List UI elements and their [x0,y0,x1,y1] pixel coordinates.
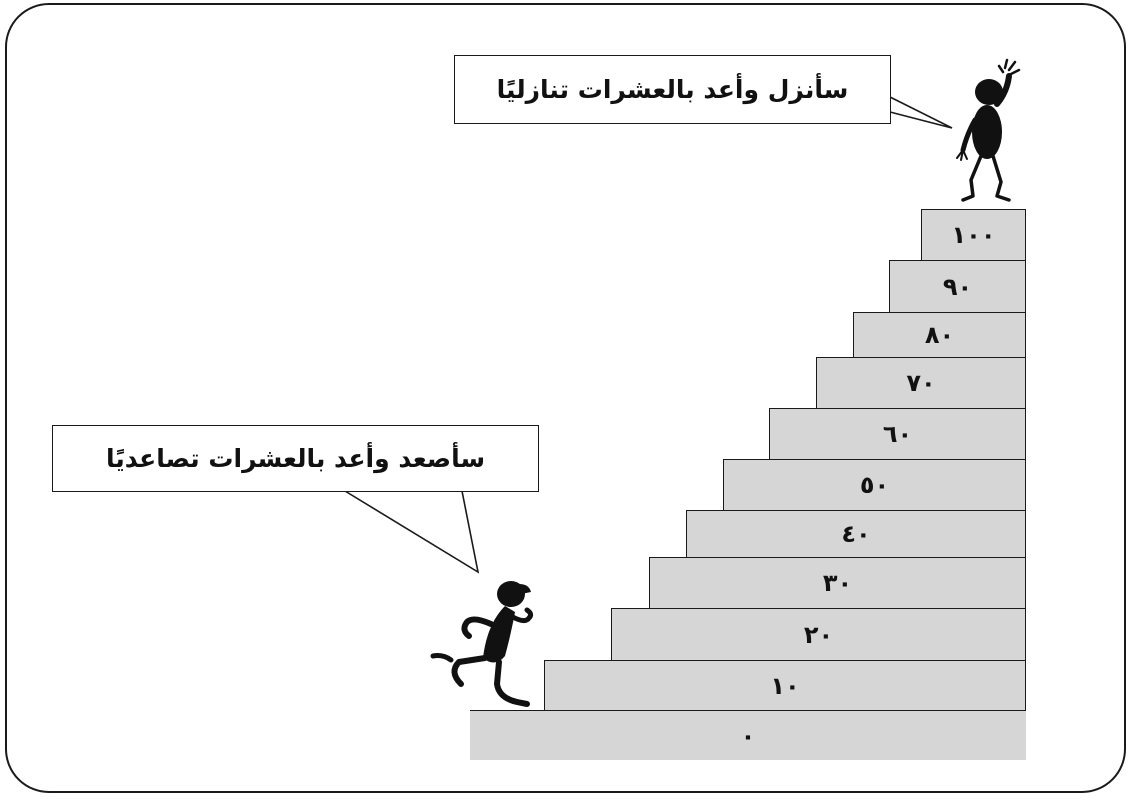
step-70: ٧٠ [816,357,1026,409]
step-30: ٣٠ [649,557,1026,609]
running-figure-icon [430,581,534,707]
step-label: ٧٠ [906,369,936,397]
step-60: ٦٠ [769,408,1026,460]
ascend-callout-text: سأصعد وأعد بالعشرات تصاعديًا [105,444,486,473]
step-10: ١٠ [544,660,1026,711]
step-20: ٢٠ [611,608,1026,661]
step-100: ١٠٠ [921,209,1026,261]
step-label: ٠ [740,721,756,750]
step-80: ٨٠ [853,312,1026,358]
step-label: ٩٠ [942,272,973,301]
step-40: ٤٠ [686,510,1026,558]
step-label: ١٠٠ [951,221,996,249]
step-50: ٥٠ [723,459,1026,511]
descend-callout: سأنزل وأعد بالعشرات تنازليًا [454,55,891,124]
step-label: ٥٠ [859,471,890,499]
waving-figure-icon [956,58,1021,202]
step-label: ٦٠ [882,420,913,448]
step-label: ١٠ [770,671,800,700]
step-label: ٣٠ [822,569,853,597]
step-label: ٤٠ [841,520,871,548]
descend-callout-text: سأنزل وأعد بالعشرات تنازليًا [496,75,849,104]
ascend-callout: سأصعد وأعد بالعشرات تصاعديًا [52,425,539,492]
step-label: ٨٠ [924,321,955,349]
rounded-frame [5,3,1126,793]
step-0: ٠ [470,710,1026,760]
step-label: ٢٠ [803,620,834,649]
step-90: ٩٠ [889,260,1026,313]
